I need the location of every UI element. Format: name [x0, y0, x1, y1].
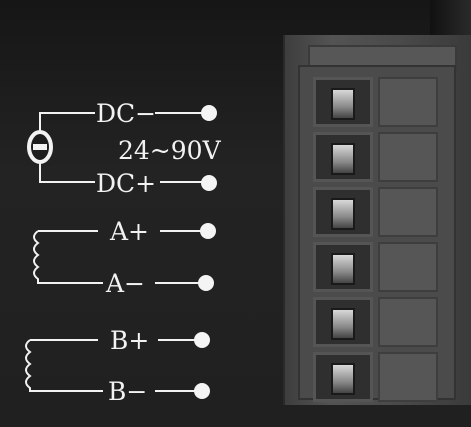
voltage-label: 24~90V [118, 136, 221, 165]
terminal-dot-a-plus [200, 223, 216, 239]
dc-plus-label: DC+ [96, 169, 157, 198]
phase-b-coil [25, 339, 103, 392]
terminal-dot-b-minus [194, 383, 210, 399]
terminal-pin [331, 143, 355, 175]
terminal-clamp [378, 297, 438, 347]
dc-plus-wire [39, 162, 95, 183]
dc-minus-label: DC− [96, 99, 157, 128]
terminal-dot-b-plus [194, 332, 210, 348]
a-minus-label: A− [106, 269, 146, 298]
terminal-slot [313, 352, 373, 402]
terminal-clamp [378, 132, 438, 182]
terminal-pin [331, 198, 355, 230]
terminal-dot-dc-plus [201, 175, 217, 191]
terminal-pin [331, 363, 355, 395]
terminal-clamp [378, 352, 438, 402]
terminal-pin [331, 253, 355, 285]
terminal-dot-a-minus [198, 275, 214, 291]
terminal-dot-dc-minus [201, 105, 217, 121]
terminal-slot [313, 242, 373, 292]
terminal-slot [313, 77, 373, 127]
terminal-clamp [378, 242, 438, 292]
b-plus-label: B+ [110, 326, 150, 355]
b-minus-label: B− [108, 377, 148, 406]
dc-minus-wire [39, 112, 95, 132]
terminal-clamp [378, 77, 438, 127]
terminal-pin [331, 308, 355, 340]
power-source-icon [27, 130, 53, 164]
a-plus-label: A+ [110, 217, 150, 246]
terminal-pin [331, 88, 355, 120]
phase-a-coil [33, 230, 103, 284]
panel-corner [430, 0, 471, 40]
terminal-slot [313, 187, 373, 237]
terminal-slot [313, 132, 373, 182]
terminal-block-connector [283, 35, 471, 405]
terminal-slot [313, 297, 373, 347]
terminal-clamp [378, 187, 438, 237]
